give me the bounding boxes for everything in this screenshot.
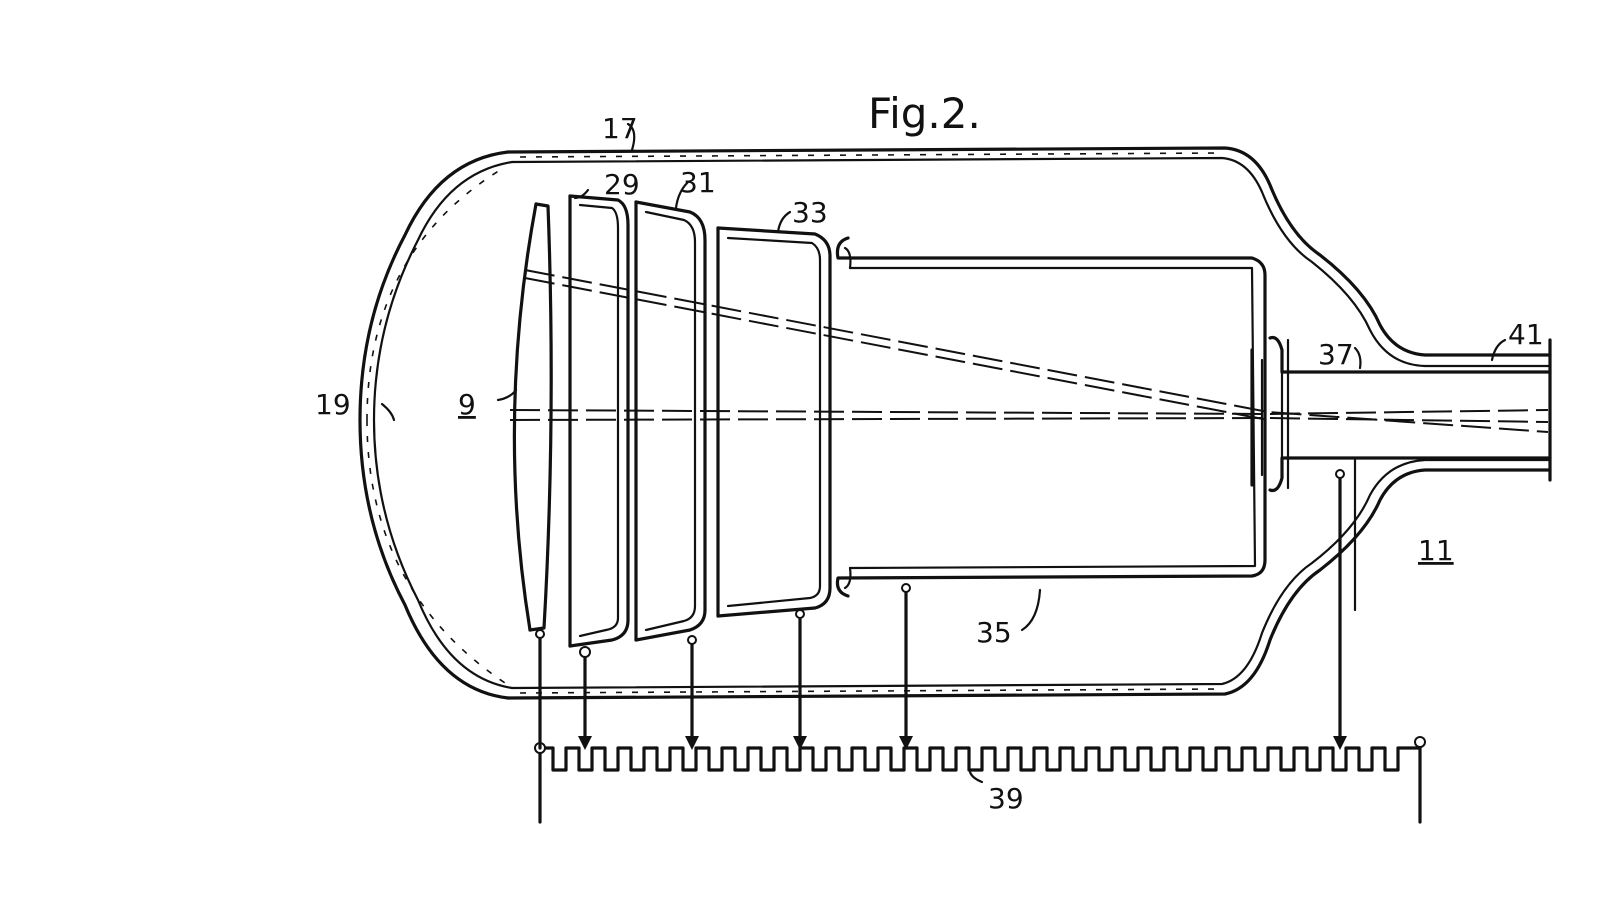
lead-wires [535,469,1347,750]
label-electrode-33: 33 [792,196,828,229]
figure-title: Fig.2. [868,89,981,138]
label-photocathode-9: 9 [458,388,476,421]
tube-envelope [358,146,1552,700]
photocathode [512,202,553,632]
label-aperture-37: 37 [1318,338,1354,371]
label-envelope-17: 17 [602,112,638,145]
label-electrode-31: 31 [680,166,716,199]
electrode-31 [634,200,707,642]
label-tube-11: 11 [1418,534,1454,567]
electrode-33 [716,226,832,618]
electrode-29 [568,194,630,648]
label-electrode-29: 29 [604,168,640,201]
label-anode-35: 35 [976,616,1012,649]
electron-rays [509,269,1549,433]
label-face-19: 19 [315,388,351,421]
leader-lines [380,122,1507,784]
label-neck-41: 41 [1508,318,1544,351]
label-divider-39: 39 [988,782,1024,815]
voltage-divider-39 [534,736,1426,824]
anode-35 [835,236,1267,598]
